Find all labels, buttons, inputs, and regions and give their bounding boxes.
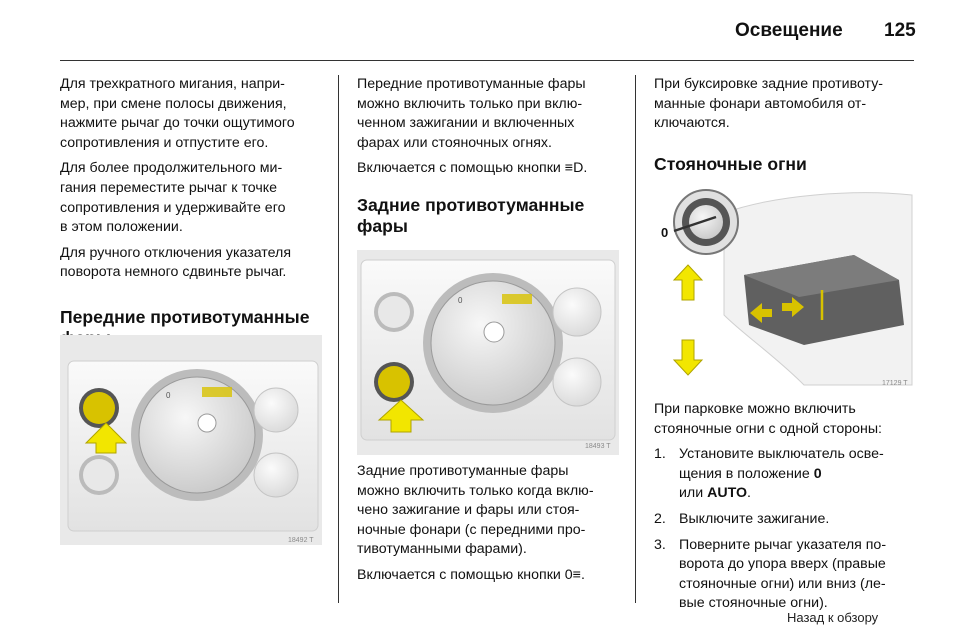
- list-item: 3. Поверните рычаг указателя по-ворота д…: [654, 536, 887, 612]
- arrow-up-icon: [672, 264, 704, 301]
- left-indicator-icon: [750, 303, 772, 323]
- col2-switch-line-2: Включается с помощью кнопки 0≡.: [357, 566, 585, 583]
- list-item: 1. Установите выключатель осве-щения в п…: [654, 446, 884, 502]
- column-3: При буксировке задние противоту-манные ф…: [654, 75, 916, 175]
- figure-rear-fog-switch: 0 18493 T: [357, 250, 619, 455]
- right-indicator-icon: [782, 297, 804, 317]
- column-divider-1: [338, 75, 339, 603]
- dial-label-zero: 0: [458, 296, 463, 305]
- rear-fog-button-icon: [378, 366, 410, 398]
- back-to-overview-link[interactable]: Назад к обзору: [787, 610, 879, 625]
- press-arrow-icon: [377, 399, 425, 433]
- list-item: 2. Выключите зажигание.: [654, 510, 830, 527]
- parking-steps-list: 1. Установите выключатель осве-щения в п…: [654, 445, 919, 614]
- arrow-down-icon: [672, 339, 704, 376]
- svg-text:18493 T: 18493 T: [585, 443, 611, 450]
- rear-fog-symbol-icon: 0≡: [564, 566, 581, 583]
- dial-label-zero: 0: [166, 391, 171, 400]
- rear-fog-button-icon: [83, 459, 115, 491]
- svg-text:18492 T: 18492 T: [288, 537, 314, 544]
- col1-paragraph-2: Для более продолжительного ми-гания пере…: [60, 160, 286, 236]
- front-fog-button-icon: [378, 296, 410, 328]
- front-fog-button-icon: [83, 392, 115, 424]
- figure-parking-lights-lever: 0 17129 T: [654, 185, 914, 390]
- svg-text:17129 T: 17129 T: [882, 380, 908, 387]
- column-divider-2: [635, 75, 636, 603]
- col2-switch-line-1: Включается с помощью кнопки ≡D.: [357, 160, 588, 177]
- column-1: Для трехкратного мигания, напри-мер, при…: [60, 75, 332, 349]
- front-fog-symbol-icon: ≡D: [564, 160, 584, 177]
- figure-front-fog-switch: 0 18492 T: [60, 335, 322, 545]
- lever-dial-label: 0: [661, 225, 668, 240]
- col1-paragraph-1: Для трехкратного мигания, напри-мер, при…: [60, 76, 295, 151]
- press-arrow-icon: [84, 422, 128, 454]
- header-rule: [60, 60, 914, 61]
- page-number: 125: [884, 20, 916, 41]
- col3-paragraph-1: При буксировке задние противоту-манные ф…: [654, 76, 884, 132]
- page-header-title: Освещение: [735, 20, 843, 41]
- heading-parking-lights: Стояночные огни: [654, 153, 807, 174]
